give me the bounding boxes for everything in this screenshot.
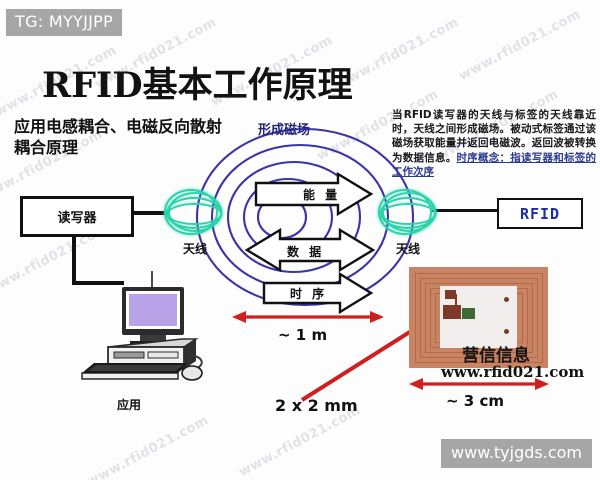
rfid-tag-photo <box>409 267 548 368</box>
antenna-coil-right-icon <box>378 189 436 235</box>
explanation-body: 当RFID读写器的天线与标签的天线靠近时，天线之间形成磁场。被动式标签通过该磁场… <box>392 109 596 164</box>
explanation-paragraph: 当RFID读写器的天线与标签的天线靠近时，天线之间形成磁场。被动式标签通过该磁场… <box>392 108 596 179</box>
tag-url-label: www.rfid021.com <box>441 363 585 381</box>
rfid-label: RFID <box>519 204 561 223</box>
antenna-coil-left-icon <box>164 189 222 235</box>
chip-size-label: 2 x 2 mm <box>275 396 358 415</box>
bg-watermark: www.rfid021.com <box>84 413 212 480</box>
reader-range-arrow-icon <box>232 311 384 323</box>
reader-box[interactable]: 读写器 <box>20 196 134 237</box>
reader-to-computer-wire-v <box>72 231 76 283</box>
timing-arrow-label: 时 序 <box>290 287 328 301</box>
energy-arrow-label: 能 量 <box>303 188 341 202</box>
desktop-computer-icon <box>81 271 203 381</box>
tg-badge: TG: MYYJJPP <box>6 9 123 36</box>
application-label: 应用 <box>117 398 142 412</box>
tag-width-arrow-icon <box>409 378 549 390</box>
antenna-right-label: 天线 <box>396 242 421 256</box>
site-watermark-badge: www.tyjgds.com <box>441 439 592 468</box>
explanation-highlight: 时序概念：指读写器和标签的工作次序 <box>392 151 596 178</box>
data-arrow-label: 数 据 <box>287 245 325 259</box>
antenna-to-rfid-wire <box>432 209 499 212</box>
antenna-left-label: 天线 <box>183 242 208 256</box>
rfid-box[interactable]: RFID <box>497 198 583 229</box>
bg-watermark: www.rfid021.com <box>456 7 584 84</box>
tag-width-label: ~ 3 cm <box>446 392 504 410</box>
reader-label: 读写器 <box>57 211 97 226</box>
page-title: RFID基本工作原理 <box>42 65 353 106</box>
field-title-label: 形成磁场 <box>258 123 311 138</box>
bg-watermark: www.rfid021.com <box>334 15 462 92</box>
reader-to-computer-wire-h <box>72 281 124 285</box>
timing-arrow-icon <box>262 271 374 315</box>
reader-range-label: ~ 1 m <box>278 326 328 344</box>
tag-brand-label: 营信信息 <box>462 346 530 366</box>
data-arrow-icon <box>244 227 376 273</box>
principle-text: 应用电感耦合、电磁反向散射耦合原理 <box>14 117 223 157</box>
reader-to-antenna-wire <box>128 211 168 215</box>
energy-arrow-icon <box>254 171 374 217</box>
